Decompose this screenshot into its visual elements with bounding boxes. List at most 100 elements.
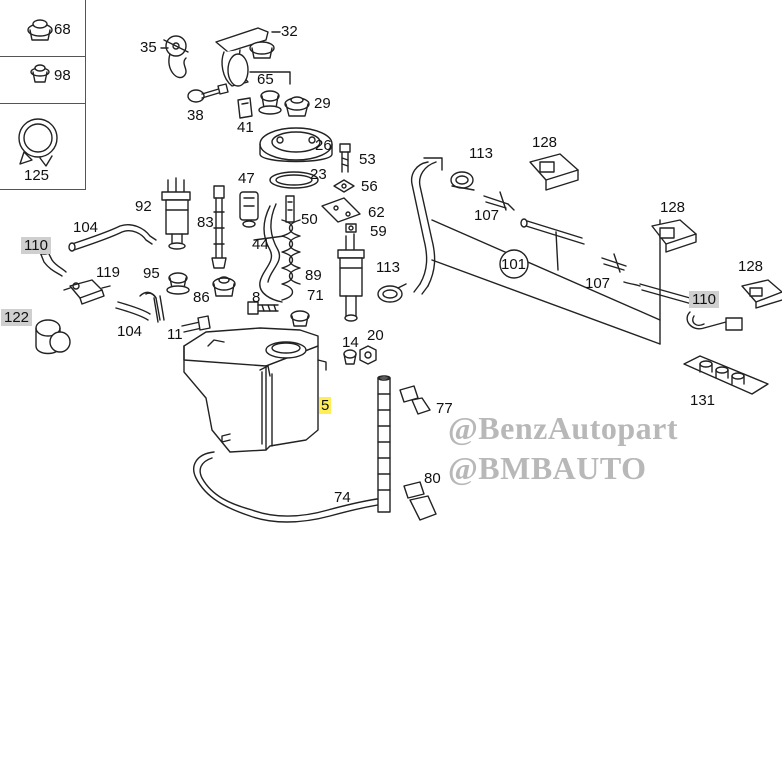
callout-71: 71 [307,287,324,304]
legend-cell-68 [0,0,86,57]
part-71-grommet [290,310,310,327]
watermark-line-1: @BenzAutopart [448,410,679,446]
callout-122: 122 [1,309,33,326]
part-53-bolt [339,143,351,173]
part-86-grommet [212,276,236,297]
part-32-filler-neck [215,27,275,87]
plug-icon [30,64,50,83]
part-50-connector [285,195,295,223]
part-119-nozzle-valve [63,279,111,305]
part-62-plate [321,197,361,223]
part-113-clamp-right [450,171,475,191]
part-107-connector-upper [483,191,515,211]
part-128-nozzle-c [741,279,782,309]
legend-label-98: 98 [54,67,71,84]
callout-20: 20 [367,327,384,344]
callout-62: 62 [368,204,385,221]
callout-35: 35 [140,39,157,56]
part-38-bolt [187,83,229,103]
part-47-sensor-cap [239,191,259,228]
callout-47: 47 [238,170,255,187]
callout-113-mid: 113 [376,259,400,276]
part-101-hose-assembly [410,157,693,345]
callout-44: 44 [252,236,269,253]
callout-128-c: 128 [738,258,764,275]
part-104-hose-upper [68,224,157,252]
callout-83: 83 [197,214,214,231]
part-101-callout-circle [499,249,529,279]
part-35-bracket [163,35,189,79]
part-41-clip [237,97,253,119]
part-29-cap [284,96,310,117]
legend-cell-98 [0,57,86,104]
callout-11: 11 [167,326,183,343]
part-74-hose [193,375,391,523]
callout-110-left: 110 [21,237,51,254]
callout-131: 131 [690,392,716,409]
part-20-nut [359,345,377,365]
callout-8: 8 [252,289,261,306]
callout-53: 53 [359,151,376,168]
callout-113-right: 113 [469,145,493,162]
part-59-clip [345,223,357,233]
callout-26: 26 [315,137,332,154]
callout-29: 29 [314,95,331,112]
callout-110-right: 110 [689,291,719,308]
callout-128-b: 128 [660,199,686,216]
part-92-washer-pump [161,177,191,250]
callout-104-lower: 104 [117,323,143,340]
callout-95: 95 [143,265,160,282]
callout-59: 59 [370,223,387,240]
callout-89: 89 [305,267,322,284]
part-128-nozzle-b [651,219,697,253]
part-104-hose-lower [115,291,165,323]
callout-56: 56 [361,178,378,195]
part-65-grommet [258,90,282,115]
callout-86: 86 [193,289,210,306]
part-83-level-sensor [211,185,227,269]
callout-104-upper: 104 [73,219,99,236]
part-128-nozzle-a [529,153,579,191]
part-26-pump-seal [259,127,333,163]
callout-23: 23 [310,166,327,183]
callout-92: 92 [135,198,152,215]
part-95-grommet [166,272,190,295]
part-122-cap [35,319,71,355]
legend-label-125: 125 [24,167,50,184]
part-11-screw [181,315,211,333]
clamp-icon [18,118,58,167]
part-89-coil [281,219,301,301]
part-14-grommet [343,349,357,365]
callout-74: 74 [334,489,351,506]
callout-107-upper: 107 [474,207,500,224]
part-110-hose-right [686,311,743,331]
part-5-washer-reservoir [183,327,327,453]
watermark-line-2: @BMBAUTO [448,450,647,486]
part-56-washer [333,179,355,193]
callout-107-lower: 107 [585,275,611,292]
legend-label-68: 68 [54,21,71,38]
callout-77: 77 [436,400,453,417]
part-131-seal-strip [683,355,769,395]
part-80-clamp [403,481,437,521]
part-23-o-ring [269,171,319,189]
callout-65: 65 [257,71,274,88]
part-44-wire-loom [253,203,285,303]
callout-38: 38 [187,107,204,124]
callout-50: 50 [301,211,318,228]
callout-119: 119 [96,264,120,281]
callout-128-a: 128 [532,134,558,151]
callout-32: 32 [281,23,298,40]
grommet-icon [27,19,53,41]
part-107-connector-lower [601,253,627,273]
callout-5: 5 [319,397,332,414]
callout-41: 41 [237,119,254,136]
callout-101: 101 [501,256,527,273]
part-113-clamp-mid [377,283,407,303]
part-77-clamp [399,385,431,415]
part-8-bolt [247,301,279,315]
legend-cell-125 [0,104,86,190]
part-113-washer-pump-right [337,233,365,322]
callout-14: 14 [342,334,359,351]
